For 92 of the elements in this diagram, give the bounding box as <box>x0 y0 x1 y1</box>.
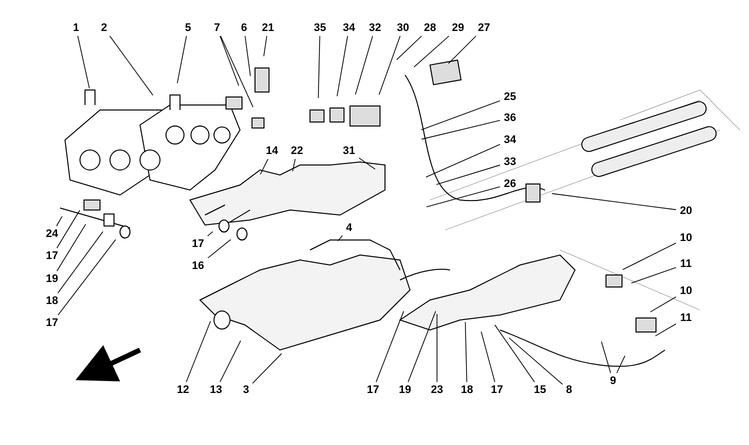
callout-number: 10 <box>676 230 696 246</box>
leader-line <box>436 164 500 185</box>
leader-line <box>426 144 500 178</box>
leader-line <box>58 239 116 316</box>
callout-number: 19 <box>395 382 415 398</box>
leader-line <box>57 231 104 294</box>
callout-number: 6 <box>238 20 250 36</box>
leader-line <box>244 36 251 76</box>
callout-number: 17 <box>363 382 383 398</box>
callout-number: 7 <box>210 20 224 36</box>
leader-line <box>378 36 401 96</box>
leader-line <box>220 36 240 86</box>
leader-line <box>480 331 496 382</box>
callout-number: 25 <box>500 89 520 105</box>
leader-line <box>337 235 343 242</box>
leader-line <box>358 158 376 170</box>
leader-line <box>622 242 676 270</box>
callout-number: 22 <box>287 143 307 159</box>
callout-number: 2 <box>98 20 110 36</box>
callout-number: 33 <box>500 154 520 170</box>
leader-line <box>292 158 296 172</box>
callout-number: 9 <box>606 373 620 389</box>
leader-line <box>56 216 62 226</box>
leader-line <box>263 36 268 57</box>
callout-number: 34 <box>339 20 359 36</box>
leader-line <box>56 210 80 248</box>
callout-number: 28 <box>420 20 440 36</box>
callout-number: 18 <box>42 293 62 309</box>
callout-number: 17 <box>42 248 62 264</box>
leader-line <box>421 120 500 140</box>
leader-line <box>426 186 500 208</box>
leader-line <box>508 337 563 385</box>
callout-number: 35 <box>310 20 330 36</box>
callout-number: 16 <box>188 258 208 274</box>
leader-line <box>77 36 90 89</box>
callout-number: 4 <box>342 220 356 236</box>
callout-number: 31 <box>339 143 359 159</box>
callout-number: 34 <box>500 132 520 148</box>
callout-number: 3 <box>240 382 252 398</box>
callout-number: 20 <box>676 203 696 219</box>
leader-line <box>56 224 86 272</box>
leader-line <box>318 36 320 98</box>
leader-line <box>207 231 214 236</box>
callout-number: 5 <box>182 20 194 36</box>
callout-number: 27 <box>474 20 494 36</box>
leader-line <box>376 310 404 382</box>
leader-line <box>414 36 450 68</box>
callout-number: 21 <box>258 20 278 36</box>
leader-line <box>616 355 626 374</box>
leader-line <box>176 36 187 84</box>
leader-line <box>355 36 374 95</box>
callout-number: 19 <box>42 271 62 287</box>
leader-line <box>650 296 676 312</box>
leader-line <box>220 36 254 108</box>
leader-line <box>396 36 422 60</box>
callout-number: 30 <box>393 20 413 36</box>
callout-number: 15 <box>530 382 550 398</box>
callout-number: 11 <box>676 256 696 272</box>
callout-number: 10 <box>676 283 696 299</box>
leader-line <box>448 36 476 64</box>
leader-line <box>420 100 500 130</box>
callout-number: 26 <box>500 176 520 192</box>
leader-line <box>494 324 535 382</box>
leader-line <box>220 340 242 382</box>
callout-number: 17 <box>188 236 208 252</box>
callout-number: 12 <box>173 382 193 398</box>
callout-number: 8 <box>562 382 576 398</box>
callout-number: 13 <box>206 382 226 398</box>
leader-line <box>260 158 268 175</box>
callout-number: 1 <box>70 20 82 36</box>
leader-line <box>109 36 154 96</box>
callout-number: 18 <box>457 382 477 398</box>
leader-line <box>408 310 436 382</box>
leader-line <box>186 320 211 382</box>
leader-line <box>464 322 468 382</box>
callout-number: 11 <box>676 310 696 326</box>
leader-line <box>252 353 282 384</box>
callout-number: 17 <box>42 315 62 331</box>
leader-line <box>654 323 676 336</box>
callout-number: 23 <box>427 382 447 398</box>
leader-line <box>336 36 348 97</box>
leader-line <box>600 341 612 374</box>
callout-number: 14 <box>262 143 282 159</box>
callout-number: 32 <box>365 20 385 36</box>
callout-number: 17 <box>487 382 507 398</box>
leader-line <box>552 193 676 210</box>
leader-line <box>207 239 232 258</box>
callout-number: 36 <box>500 110 520 126</box>
leader-line <box>436 314 438 382</box>
callout-number: 24 <box>42 226 62 242</box>
leader-line <box>630 267 676 284</box>
callout-number: 29 <box>448 20 468 36</box>
